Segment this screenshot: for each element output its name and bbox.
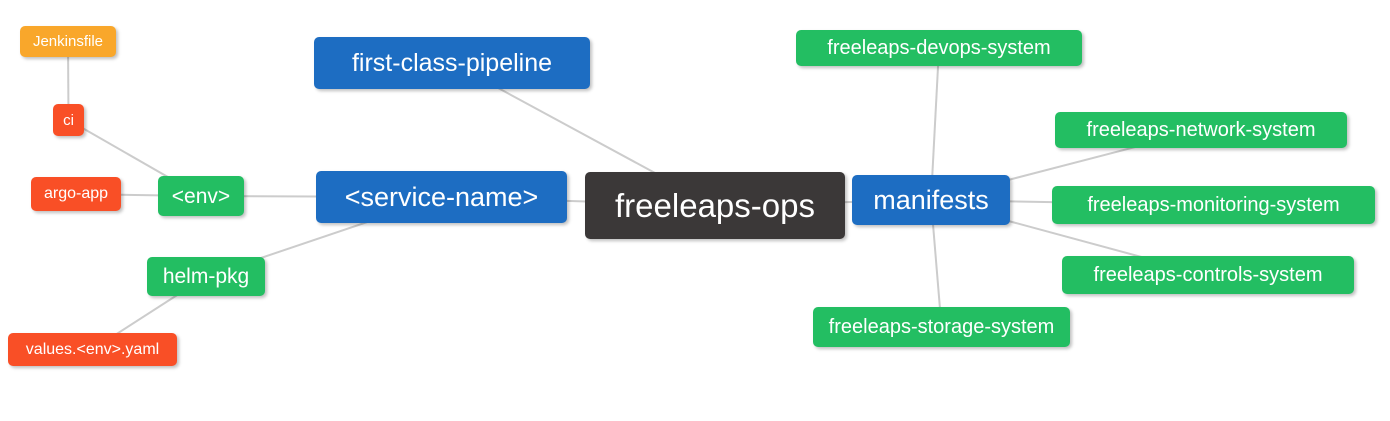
edge-manifests-freeleaps-devops-system bbox=[930, 47, 940, 201]
node-freeleaps-devops-system[interactable]: freeleaps-devops-system bbox=[796, 30, 1082, 66]
node-argo-app[interactable]: argo-app bbox=[31, 177, 121, 211]
node-freeleaps-monitoring-system[interactable]: freeleaps-monitoring-system bbox=[1052, 186, 1375, 224]
node-freeleaps-storage-system[interactable]: freeleaps-storage-system bbox=[813, 307, 1070, 347]
node-first-class-pipeline[interactable]: first-class-pipeline bbox=[314, 37, 590, 89]
node-values-env-yaml[interactable]: values.<env>.yaml bbox=[8, 333, 177, 366]
node-freeleaps-controls-system[interactable]: freeleaps-controls-system bbox=[1062, 256, 1354, 294]
node-freeleaps-ops[interactable]: freeleaps-ops bbox=[585, 172, 845, 239]
node-jenkinsfile[interactable]: Jenkinsfile bbox=[20, 26, 116, 57]
node-freeleaps-network-system[interactable]: freeleaps-network-system bbox=[1055, 112, 1347, 148]
node-service-name[interactable]: <service-name> bbox=[316, 171, 567, 223]
node-ci[interactable]: ci bbox=[53, 104, 84, 136]
node-helm-pkg[interactable]: helm-pkg bbox=[147, 257, 265, 296]
node-env[interactable]: <env> bbox=[158, 176, 244, 216]
node-manifests[interactable]: manifests bbox=[852, 175, 1010, 225]
